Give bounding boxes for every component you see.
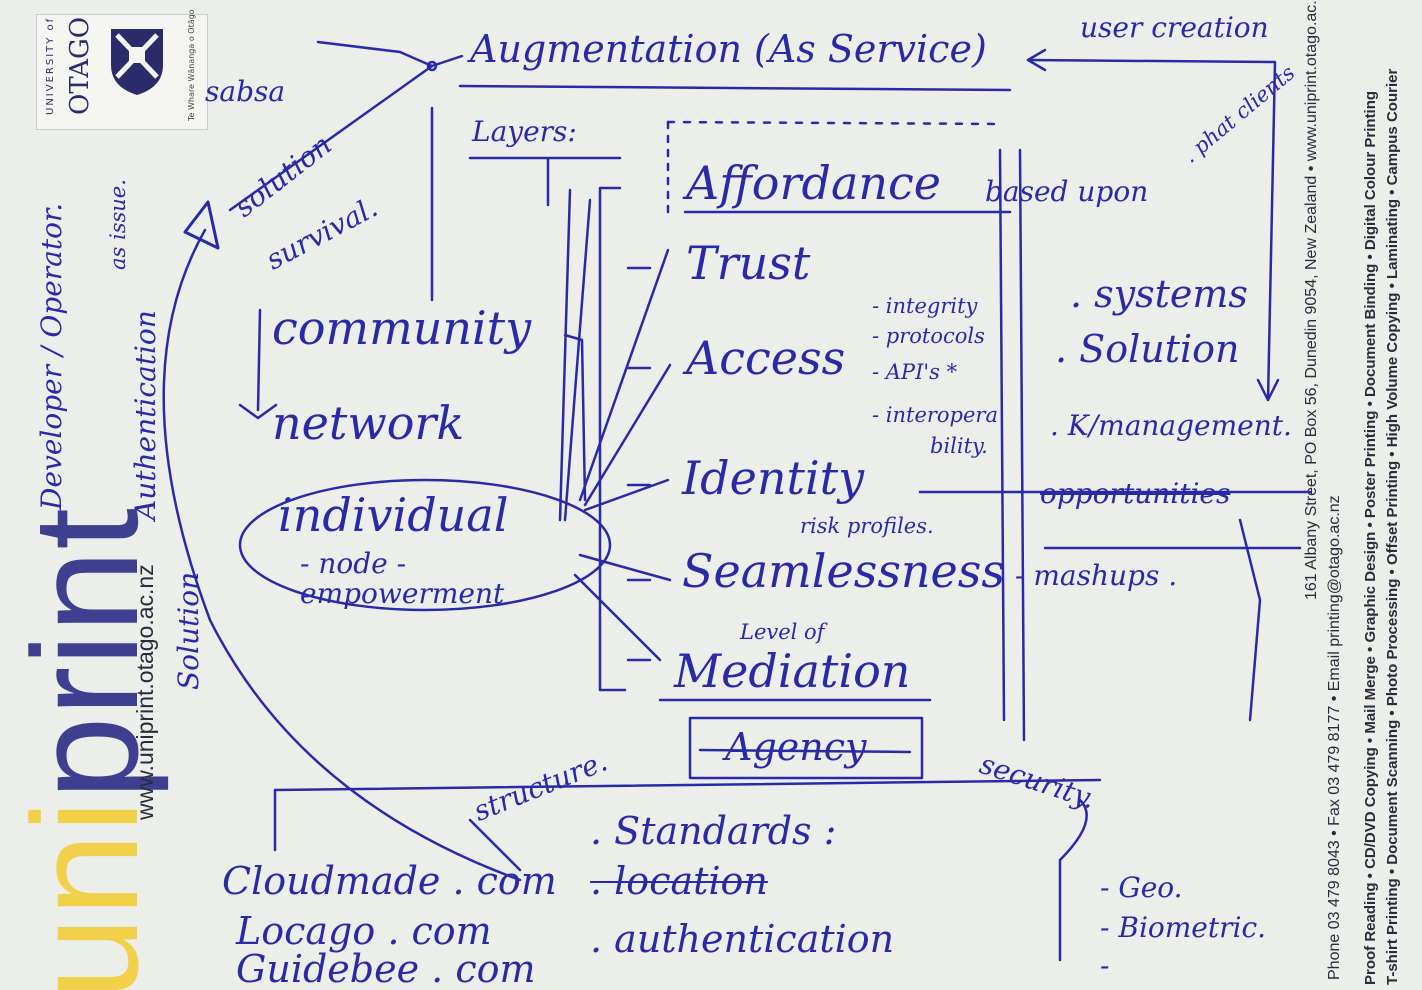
site-locago: Locago . com	[236, 912, 492, 950]
access-item-interopera: - interopera	[872, 405, 998, 426]
geo-item: - Geo.	[1100, 874, 1183, 902]
bottom-line	[275, 780, 1100, 790]
vertical-double-line	[1000, 150, 1024, 740]
layer-ticks	[628, 268, 650, 660]
layers-bracket	[600, 188, 625, 690]
right-item-opportunities: opportunities	[1040, 480, 1230, 508]
access-item-integrity: - integrity	[872, 296, 977, 317]
user-creation-label: user creation	[1080, 14, 1269, 42]
right-item-mashups: - mashups .	[1015, 562, 1177, 590]
risk-profiles-label: risk profiles.	[800, 516, 934, 537]
sabsa-line	[318, 42, 462, 66]
layer-identity: Identity	[682, 455, 864, 501]
solution-left-label: Solution	[175, 572, 203, 690]
sabsa-label: sabsa	[205, 78, 285, 106]
layer-trust: Trust	[686, 240, 810, 286]
site-guidebee: Guidebee . com	[236, 950, 536, 988]
community-label: community	[272, 305, 531, 351]
community-left-line	[258, 310, 260, 410]
node-label: - node -	[300, 550, 406, 578]
layer-access: Access	[686, 335, 845, 381]
as-issue-label: as issue.	[108, 179, 129, 270]
right-loop	[1240, 520, 1260, 720]
triangle-mark	[185, 202, 218, 248]
layer-affordance: Affordance	[686, 160, 941, 206]
x-marks-row	[668, 122, 1000, 124]
mediation-label: Mediation	[674, 648, 910, 694]
bullet-authentication: . authentication	[590, 920, 894, 958]
access-item-bility: bility.	[930, 436, 988, 457]
right-item-solution: . Solution	[1055, 330, 1239, 368]
agency-label: Agency	[725, 728, 866, 766]
individual-label: individual	[278, 492, 508, 538]
based-upon-label: based upon	[985, 178, 1148, 206]
security-bracket	[1060, 800, 1087, 960]
developer-operator-label: Developer / Operator.	[38, 203, 66, 510]
empowerment-label: empowerment	[300, 580, 504, 608]
fan-lines	[575, 250, 670, 660]
title-augmentation: Augmentation (As Service)	[470, 30, 987, 68]
title-underline	[460, 86, 1010, 90]
right-item-systems: . systems	[1070, 275, 1248, 313]
level-of-label: Level of	[740, 622, 824, 643]
access-item-protocols: - protocols	[872, 326, 985, 347]
access-item-apis: - API's *	[872, 362, 957, 383]
layers-underline	[470, 158, 620, 205]
authentication-label: Authentication	[132, 310, 160, 520]
site-cloudmade: Cloudmade . com	[222, 862, 557, 900]
layers-label: Layers:	[472, 118, 577, 146]
bullet-location: . location	[590, 862, 768, 900]
layer-seamlessness: Seamlessness	[682, 548, 1005, 594]
empty-dash-item: -	[1100, 952, 1109, 980]
network-label: network	[272, 400, 464, 446]
bullet-standards: . Standards :	[590, 812, 836, 850]
right-item-kmanagement: . K/management.	[1050, 412, 1292, 440]
biometric-item: - Biometric.	[1100, 914, 1266, 942]
